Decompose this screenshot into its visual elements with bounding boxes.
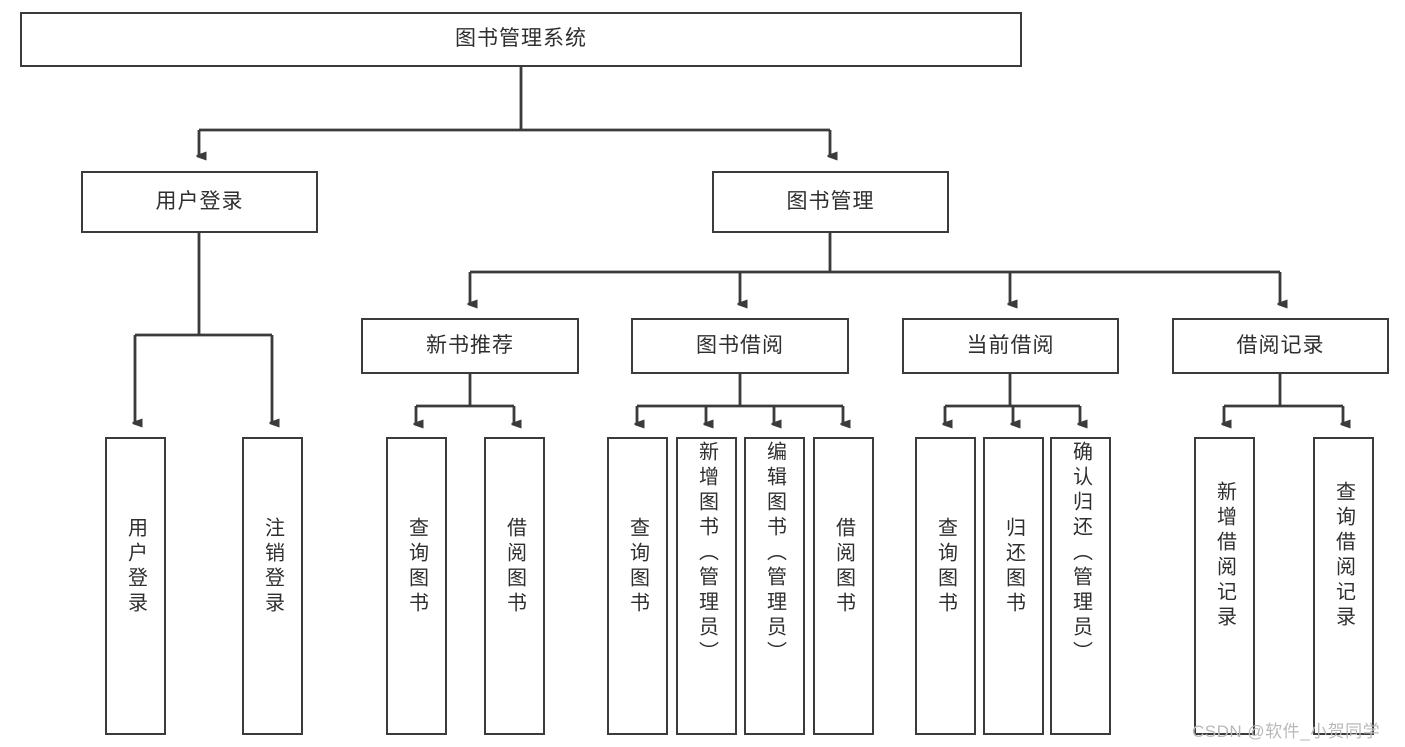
leaf-label: 借阅图书 [832,517,855,617]
leaf-user-login-logout[interactable]: 注销登录 [242,437,303,735]
node-new-book-recommend[interactable]: 新书推荐 [361,318,579,374]
leaf-label: 查询图书 [934,517,957,617]
leaf-label: 注销登录 [261,517,284,617]
leaf-newbook-borrow-book[interactable]: 借阅图书 [484,437,545,735]
node-book-management[interactable]: 图书管理 [712,171,949,233]
node-root-label: 图书管理系统 [455,27,587,51]
leaf-record-query-record[interactable]: 查询借阅记录 [1313,437,1374,735]
node-borrow-record[interactable]: 借阅记录 [1172,318,1389,374]
node-book-borrow[interactable]: 图书借阅 [631,318,849,374]
node-user-login-label: 用户登录 [155,189,244,213]
leaf-label: 确认归还（管理员） [1069,441,1092,666]
watermark: CSDN @软件_小贺同学 [1192,722,1381,741]
leaf-newbook-query-book[interactable]: 查询图书 [386,437,447,735]
leaf-label: 新增借阅记录 [1213,481,1236,631]
leaf-label: 编辑图书（管理员） [763,441,786,666]
node-book-management-label: 图书管理 [786,189,875,213]
leaf-label: 新增图书（管理员） [695,441,718,666]
leaf-current-return-book[interactable]: 归还图书 [983,437,1044,735]
leaf-label: 借阅图书 [503,517,526,617]
leaf-borrow-query-book[interactable]: 查询图书 [607,437,668,735]
leaf-label: 查询图书 [626,517,649,617]
node-current-borrow[interactable]: 当前借阅 [902,318,1119,374]
node-current-borrow-label: 当前借阅 [966,333,1055,357]
leaf-current-confirm-return-admin[interactable]: 确认归还（管理员） [1050,437,1111,735]
leaf-label: 归还图书 [1002,517,1025,617]
leaf-label: 查询图书 [405,517,428,617]
node-root[interactable]: 图书管理系统 [20,12,1022,67]
leaf-record-add-record[interactable]: 新增借阅记录 [1194,437,1255,735]
node-new-book-recommend-label: 新书推荐 [426,333,514,357]
leaf-borrow-edit-book-admin[interactable]: 编辑图书（管理员） [744,437,805,735]
leaf-label: 用户登录 [124,517,147,617]
leaf-borrow-add-book-admin[interactable]: 新增图书（管理员） [676,437,737,735]
leaf-current-query-book[interactable]: 查询图书 [915,437,976,735]
node-borrow-record-label: 借阅记录 [1236,333,1325,357]
node-book-borrow-label: 图书借阅 [696,333,784,357]
leaf-borrow-borrow-book[interactable]: 借阅图书 [813,437,874,735]
leaf-user-login-login[interactable]: 用户登录 [105,437,166,735]
leaf-label: 查询借阅记录 [1332,481,1355,631]
node-user-login[interactable]: 用户登录 [81,171,318,233]
